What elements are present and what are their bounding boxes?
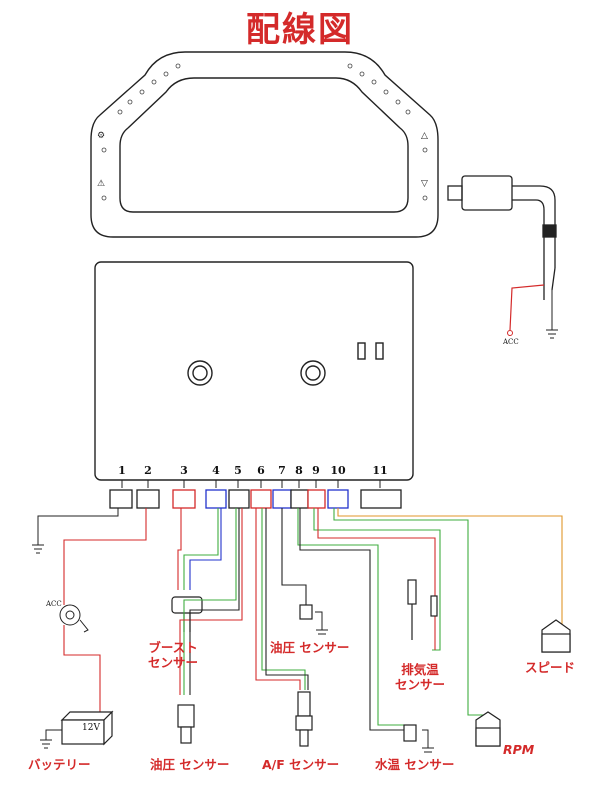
rpm-box bbox=[475, 711, 501, 747]
svg-text:⚠: ⚠ bbox=[97, 179, 105, 189]
svg-text:⚙: ⚙ bbox=[97, 131, 105, 141]
pin-arrows bbox=[121, 480, 381, 488]
svg-text:▽: ▽ bbox=[421, 179, 428, 189]
svg-text:△: △ bbox=[421, 131, 428, 141]
water-temp-label: 水温 センサー bbox=[375, 757, 455, 772]
oil-pressure-top-label: 油圧 センサー bbox=[270, 640, 350, 655]
pin-11: 11 bbox=[372, 464, 388, 477]
acc-label-top: ACC bbox=[503, 338, 519, 346]
oil-pressure-sensor-top bbox=[299, 604, 313, 620]
water-temp-sensor bbox=[403, 724, 417, 742]
oil-pressure-bottom-label: 油圧 センサー bbox=[150, 757, 230, 772]
boost-sensor-label: ブースト センサー bbox=[148, 640, 199, 670]
boost-sensor bbox=[171, 596, 203, 632]
control-unit bbox=[94, 261, 414, 481]
acc-label-left: ACC bbox=[46, 600, 62, 608]
pin-4: 4 bbox=[212, 464, 220, 477]
pin-2: 2 bbox=[144, 464, 152, 477]
page-title: 配線図 bbox=[246, 10, 354, 50]
pin-6: 6 bbox=[257, 464, 265, 477]
pin-10: 10 bbox=[330, 464, 346, 477]
connectors bbox=[109, 489, 402, 509]
pin-5: 5 bbox=[234, 464, 242, 477]
rpm-label: RPM bbox=[503, 742, 535, 757]
battery-voltage: 12V bbox=[82, 723, 100, 733]
battery-label: バッテリー bbox=[28, 757, 91, 772]
exhaust-temp-sensor bbox=[407, 579, 438, 640]
dashboard-display bbox=[90, 51, 439, 238]
pin-3: 3 bbox=[180, 464, 188, 477]
exhaust-temp-label: 排気温 センサー bbox=[395, 662, 446, 692]
af-sensor bbox=[295, 691, 313, 747]
pin-1: 1 bbox=[118, 464, 126, 477]
led-dots bbox=[101, 63, 428, 201]
side-icons: ⚙ ⚠ △ ▽ bbox=[97, 131, 428, 189]
pin-7: 7 bbox=[278, 464, 286, 477]
acc-cable bbox=[447, 175, 557, 300]
speed-label: スピード bbox=[525, 660, 576, 675]
speed-box bbox=[541, 619, 571, 653]
af-sensor-label: A/F センサー bbox=[262, 757, 340, 772]
pin-8: 8 bbox=[295, 464, 303, 477]
pin-9: 9 bbox=[312, 464, 320, 477]
oil-pressure-sensor-bottom bbox=[177, 704, 195, 744]
battery-icon bbox=[60, 710, 114, 746]
